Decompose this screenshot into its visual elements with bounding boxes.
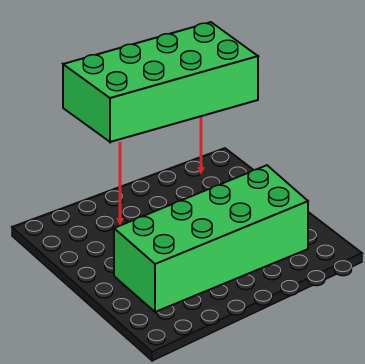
placed-brick-stud: [191, 218, 213, 239]
placed-brick-stud: [209, 184, 231, 205]
baseplate-stud: [227, 299, 246, 316]
floating-brick-stud: [156, 33, 178, 54]
baseplate-stud: [42, 235, 61, 252]
baseplate-stud: [147, 329, 166, 346]
placed-brick-stud: [229, 202, 252, 223]
floating-brick: [60, 20, 261, 144]
baseplate-stud: [68, 225, 88, 242]
baseplate-stud: [24, 219, 44, 237]
baseplate-stud: [59, 250, 79, 268]
floating-brick-stud: [119, 43, 141, 64]
placed-brick-stud: [267, 186, 290, 208]
baseplate-stud: [307, 269, 326, 287]
baseplate-stud: [262, 264, 282, 281]
baseplate-stud: [131, 180, 150, 197]
baseplate-stud: [94, 282, 114, 299]
baseplate-stud: [157, 170, 177, 187]
placed-brick-studs: [132, 168, 290, 255]
baseplate-stud: [51, 209, 70, 227]
baseplate-stud: [122, 205, 141, 223]
baseplate-stud: [95, 215, 115, 232]
baseplate-stud: [200, 309, 220, 326]
floating-brick-stud: [143, 60, 165, 81]
placed-brick-stud: [170, 200, 193, 221]
floating-brick-studs: [82, 22, 239, 92]
baseplate-stud: [112, 297, 131, 315]
baseplate-stud: [333, 259, 353, 277]
baseplate-stud: [86, 241, 105, 258]
baseplate-stud: [280, 279, 299, 297]
baseplate-stud: [104, 190, 124, 207]
floating-brick-stud: [193, 22, 215, 43]
baseplate-stud: [129, 313, 149, 330]
floating-brick-stud: [82, 54, 104, 75]
baseplate-stud: [289, 254, 309, 271]
baseplate-stud: [211, 150, 230, 167]
floating-brick-stud: [217, 39, 239, 60]
baseplate-stud: [253, 289, 273, 306]
placed-brick-stud: [132, 215, 155, 237]
baseplate-stud: [316, 244, 335, 261]
baseplate-stud: [78, 199, 97, 217]
floating-brick-stud: [106, 71, 128, 92]
baseplate-stud: [77, 266, 96, 283]
floating-brick-stud: [180, 50, 202, 71]
assembly-arrows: [116, 112, 205, 226]
placed-brick: [112, 163, 310, 315]
baseplate-stud: [173, 319, 193, 336]
placed-brick-stud: [247, 168, 269, 190]
placed-brick-stud: [153, 233, 175, 255]
